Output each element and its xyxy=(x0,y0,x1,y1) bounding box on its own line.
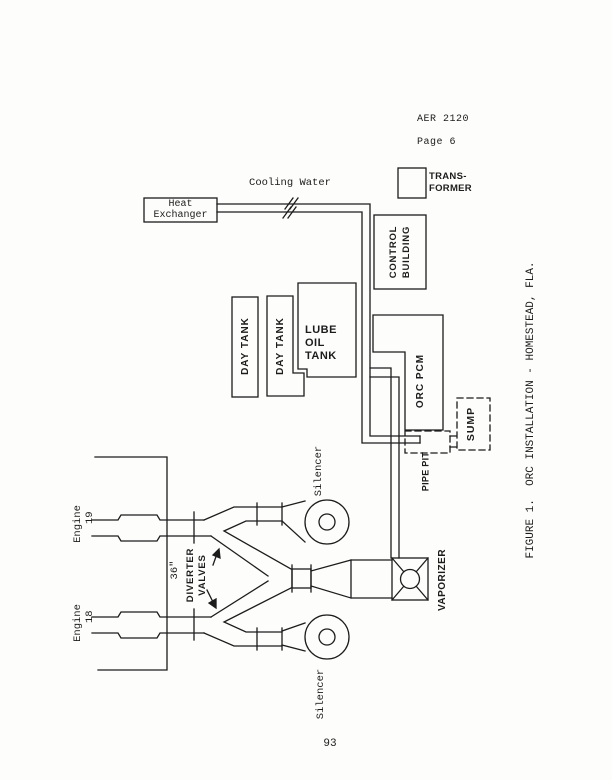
lube-oil-tank-label: LUBE OIL TANK xyxy=(305,324,337,362)
figure-caption: FIGURE 1. ORC INSTALLATION - HOMESTEAD, … xyxy=(524,261,537,559)
cooling-water-pipes xyxy=(216,197,421,559)
sump-label: SUMP xyxy=(465,406,478,442)
diverter-valves-label: DIVERTER VALVES xyxy=(185,547,208,603)
page-reference: Page 6 xyxy=(417,137,457,148)
engine-19-label: Engine 19 xyxy=(72,505,96,543)
engine-18-label: Engine 18 xyxy=(72,604,96,642)
day-tank-2-label: DAY TANK xyxy=(274,317,286,375)
day-tank-1-box xyxy=(231,296,259,398)
heat-exchanger-label: Heat Exchanger xyxy=(153,198,208,222)
transformer-label: TRANS- FORMER xyxy=(429,171,472,194)
engine-room-boundary xyxy=(94,456,168,671)
silencer-top-label: Silencer xyxy=(313,445,326,497)
diverter-valve-arrows xyxy=(206,547,221,610)
merge-duct xyxy=(291,559,393,599)
control-building-box xyxy=(373,214,427,290)
lube-oil-tank-box xyxy=(297,282,357,378)
orc-pcm-label: ORC PCM xyxy=(414,353,426,409)
day-tank-2-box xyxy=(266,295,305,397)
engine-19-pipe xyxy=(91,506,292,577)
day-tank-1-label: DAY TANK xyxy=(239,317,251,375)
pipe-break-marks xyxy=(282,197,299,219)
pipe-pit-outline xyxy=(404,397,491,454)
control-building-label: CONTROL BUILDING xyxy=(388,225,412,279)
pipe-size-label: 36" xyxy=(169,560,182,580)
silencer-bottom-symbol xyxy=(256,614,350,660)
silencer-top-symbol xyxy=(256,499,350,545)
engine-18-pipe xyxy=(91,580,292,647)
transformer-box xyxy=(397,167,427,199)
heat-exchanger-box xyxy=(143,197,218,223)
document-reference: AER 2120 xyxy=(417,114,470,125)
silencer-bottom-label: Silencer xyxy=(315,668,328,720)
pipe-pit-label: PIPE PIT xyxy=(420,451,431,492)
cooling-water-label: Cooling Water xyxy=(249,177,331,189)
vaporizer-label: VAPORIZER xyxy=(436,548,448,612)
sump-box xyxy=(456,397,491,451)
orc-pcm-box xyxy=(372,314,444,431)
page-number: 93 xyxy=(323,738,337,750)
vaporizer-symbol xyxy=(391,557,429,601)
